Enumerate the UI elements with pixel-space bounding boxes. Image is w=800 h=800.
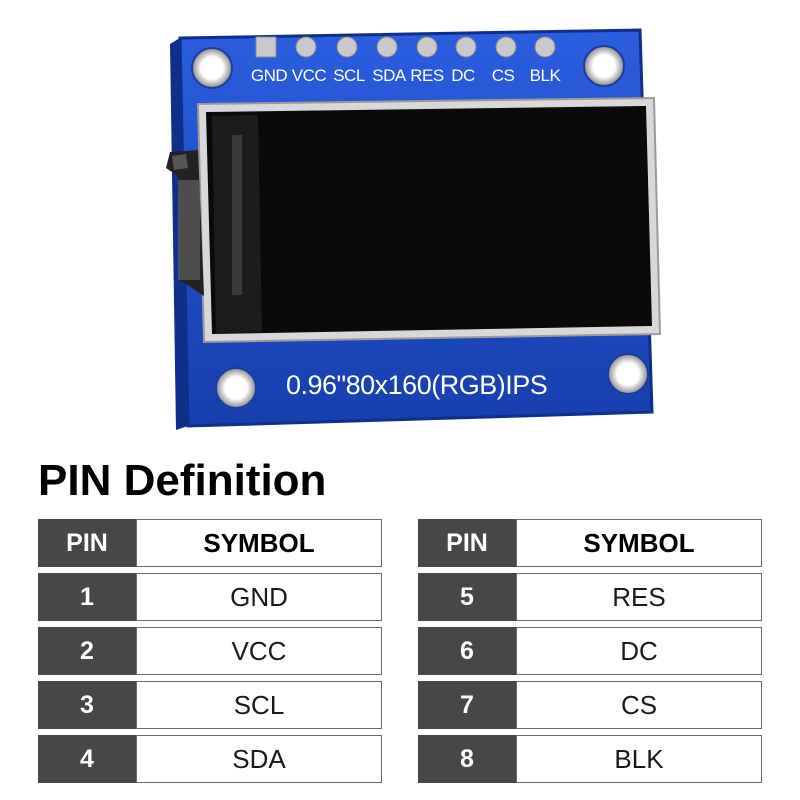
display-module-photo: GND VCC SCL SDA RES DC CS BLK 0.96"80x16… (166, 28, 662, 430)
solder-pads (255, 36, 556, 58)
pin-number: 7 (418, 681, 516, 729)
module-spec-text: 0.96"80x160(RGB)IPS (286, 370, 548, 400)
table-row: 1 GND (38, 573, 382, 621)
pin-symbol: GND (136, 573, 382, 621)
lcd-screen (166, 96, 662, 344)
pin-label-sda: SDA (372, 66, 406, 85)
table-row: 8 BLK (418, 735, 762, 783)
pin-definition-heading: PIN Definition (38, 456, 327, 505)
pin-label-cs: CS (491, 66, 515, 85)
table-row: 2 VCC (38, 627, 382, 675)
table-header-row: PIN SYMBOL (38, 519, 382, 567)
pin-label-vcc: VCC (291, 66, 327, 85)
pin-symbol: RES (516, 573, 762, 621)
pin-label-res: RES (410, 66, 444, 85)
pin-symbol: BLK (516, 735, 762, 783)
pin-table-right: PIN SYMBOL 5 RES 6 DC 7 CS 8 BLK (418, 519, 762, 789)
header-symbol: SYMBOL (136, 519, 382, 567)
pin-number: 2 (38, 627, 136, 675)
pin-label-gnd: GND (250, 66, 288, 85)
display-module-illustration (166, 28, 662, 430)
pin-label-dc: DC (451, 66, 475, 85)
pin-number: 6 (418, 627, 516, 675)
pin-symbol: SCL (136, 681, 382, 729)
pin-number: 3 (38, 681, 136, 729)
header-pin: PIN (38, 519, 136, 567)
header-symbol: SYMBOL (516, 519, 762, 567)
pin-label-scl: SCL (333, 66, 365, 85)
pin-table-left: PIN SYMBOL 1 GND 2 VCC 3 SCL 4 SDA (38, 519, 382, 789)
pin-number: 8 (418, 735, 516, 783)
pin-number: 4 (38, 735, 136, 783)
table-header-row: PIN SYMBOL (418, 519, 762, 567)
mounting-holes (191, 45, 649, 409)
pin-symbol: DC (516, 627, 762, 675)
pin-symbol: SDA (136, 735, 382, 783)
header-pin: PIN (418, 519, 516, 567)
pin-symbol: CS (516, 681, 762, 729)
table-row: 7 CS (418, 681, 762, 729)
pin-label-blk: BLK (529, 66, 561, 85)
table-row: 3 SCL (38, 681, 382, 729)
table-row: 6 DC (418, 627, 762, 675)
table-row: 5 RES (418, 573, 762, 621)
pin-number: 1 (38, 573, 136, 621)
pin-symbol: VCC (136, 627, 382, 675)
table-row: 4 SDA (38, 735, 382, 783)
pin-number: 5 (418, 573, 516, 621)
